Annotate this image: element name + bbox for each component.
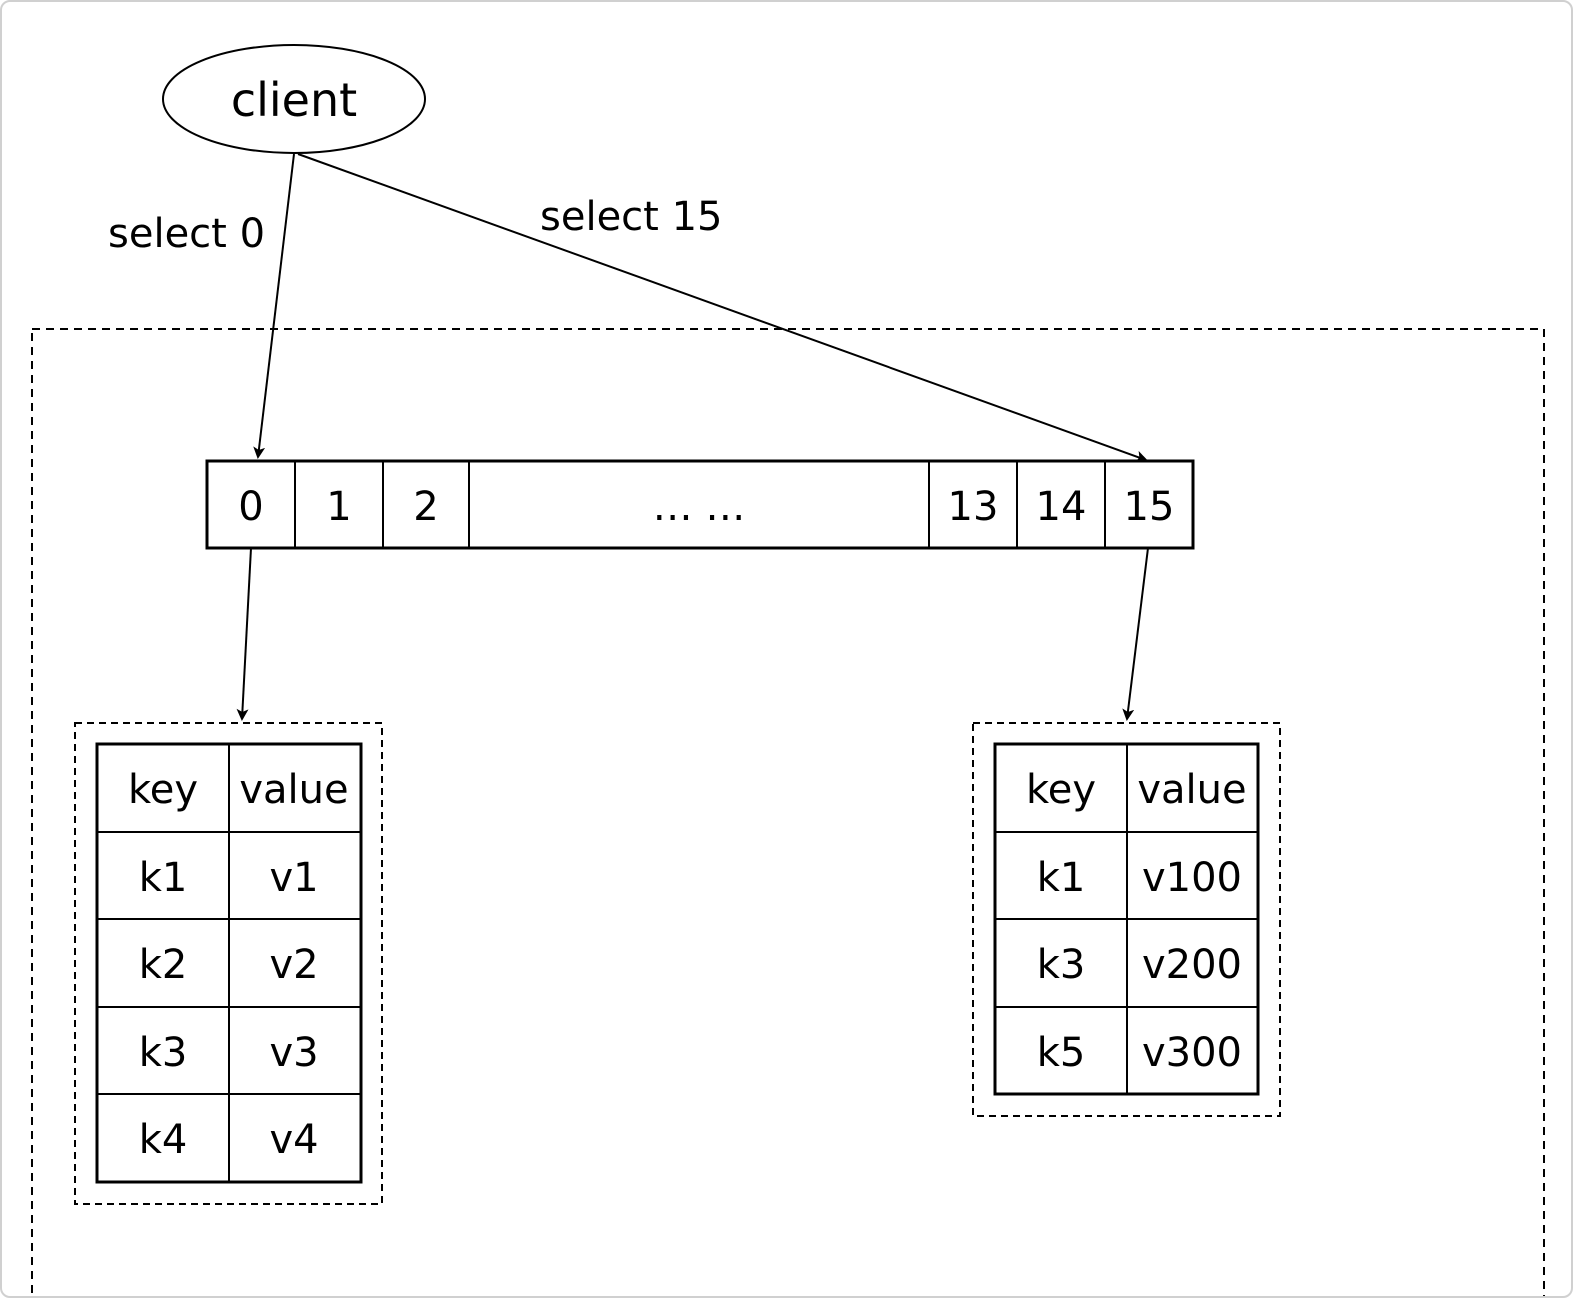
db-array-border: [205, 459, 1195, 550]
table-db0-key: k1: [139, 855, 188, 901]
table-db0-value: v2: [269, 942, 318, 988]
db-cell-13: 13: [948, 484, 999, 530]
db-cell-15: 15: [1124, 484, 1175, 530]
table-db0-value: v1: [269, 855, 318, 901]
arrow-db0-to-table: [236, 547, 252, 721]
db-cell-2: 2: [413, 484, 438, 530]
table-db0-dashed-frame: [74, 722, 383, 1205]
table-db0-value: v3: [269, 1030, 318, 1076]
db-cell-1: 1: [326, 484, 351, 530]
table-db0-header-value: value: [239, 767, 348, 813]
table-db0-key: k2: [139, 942, 188, 988]
edge-label-select-15: select 15: [540, 194, 722, 240]
table-db15-dashed-frame: [972, 722, 1281, 1117]
table-db0-key: k3: [139, 1030, 188, 1076]
table-db15-header-value: value: [1137, 767, 1246, 813]
table-db0-header-key: key: [128, 767, 198, 813]
db-cell-14: 14: [1036, 484, 1087, 530]
db-cell-ellipsis: … …: [653, 484, 746, 530]
client-ellipse: [162, 44, 426, 154]
client-label: client: [231, 73, 357, 127]
db-index-array: 0 1 2 … … 13 14 15: [205, 459, 1195, 550]
table-db15-header-key: key: [1026, 767, 1096, 813]
table-db15-key: k3: [1037, 942, 1086, 988]
table-db15-value: v100: [1142, 855, 1242, 901]
edge-label-select-0: select 0: [108, 211, 265, 257]
table-db0-key: k4: [139, 1117, 188, 1163]
arrow-client-to-db0: [253, 153, 295, 459]
server-boundary: [31, 328, 1545, 1296]
arrow-client-to-db15: [297, 153, 1148, 463]
table-db15-key: k1: [1037, 855, 1086, 901]
client-node: client: [162, 44, 426, 154]
arrow-db15-to-table: [1122, 547, 1149, 721]
table-db15-key: k5: [1037, 1030, 1086, 1076]
table-db15-value: v300: [1142, 1030, 1242, 1076]
table-db0: key value k1 v1 k2 v2 k3 v3 k4 v4: [74, 722, 383, 1205]
table-db15: key value k1 v100 k3 v200 k5 v300: [972, 722, 1281, 1117]
table-db15-value: v200: [1142, 942, 1242, 988]
table-db0-value: v4: [269, 1117, 318, 1163]
db-cell-0: 0: [238, 484, 263, 530]
